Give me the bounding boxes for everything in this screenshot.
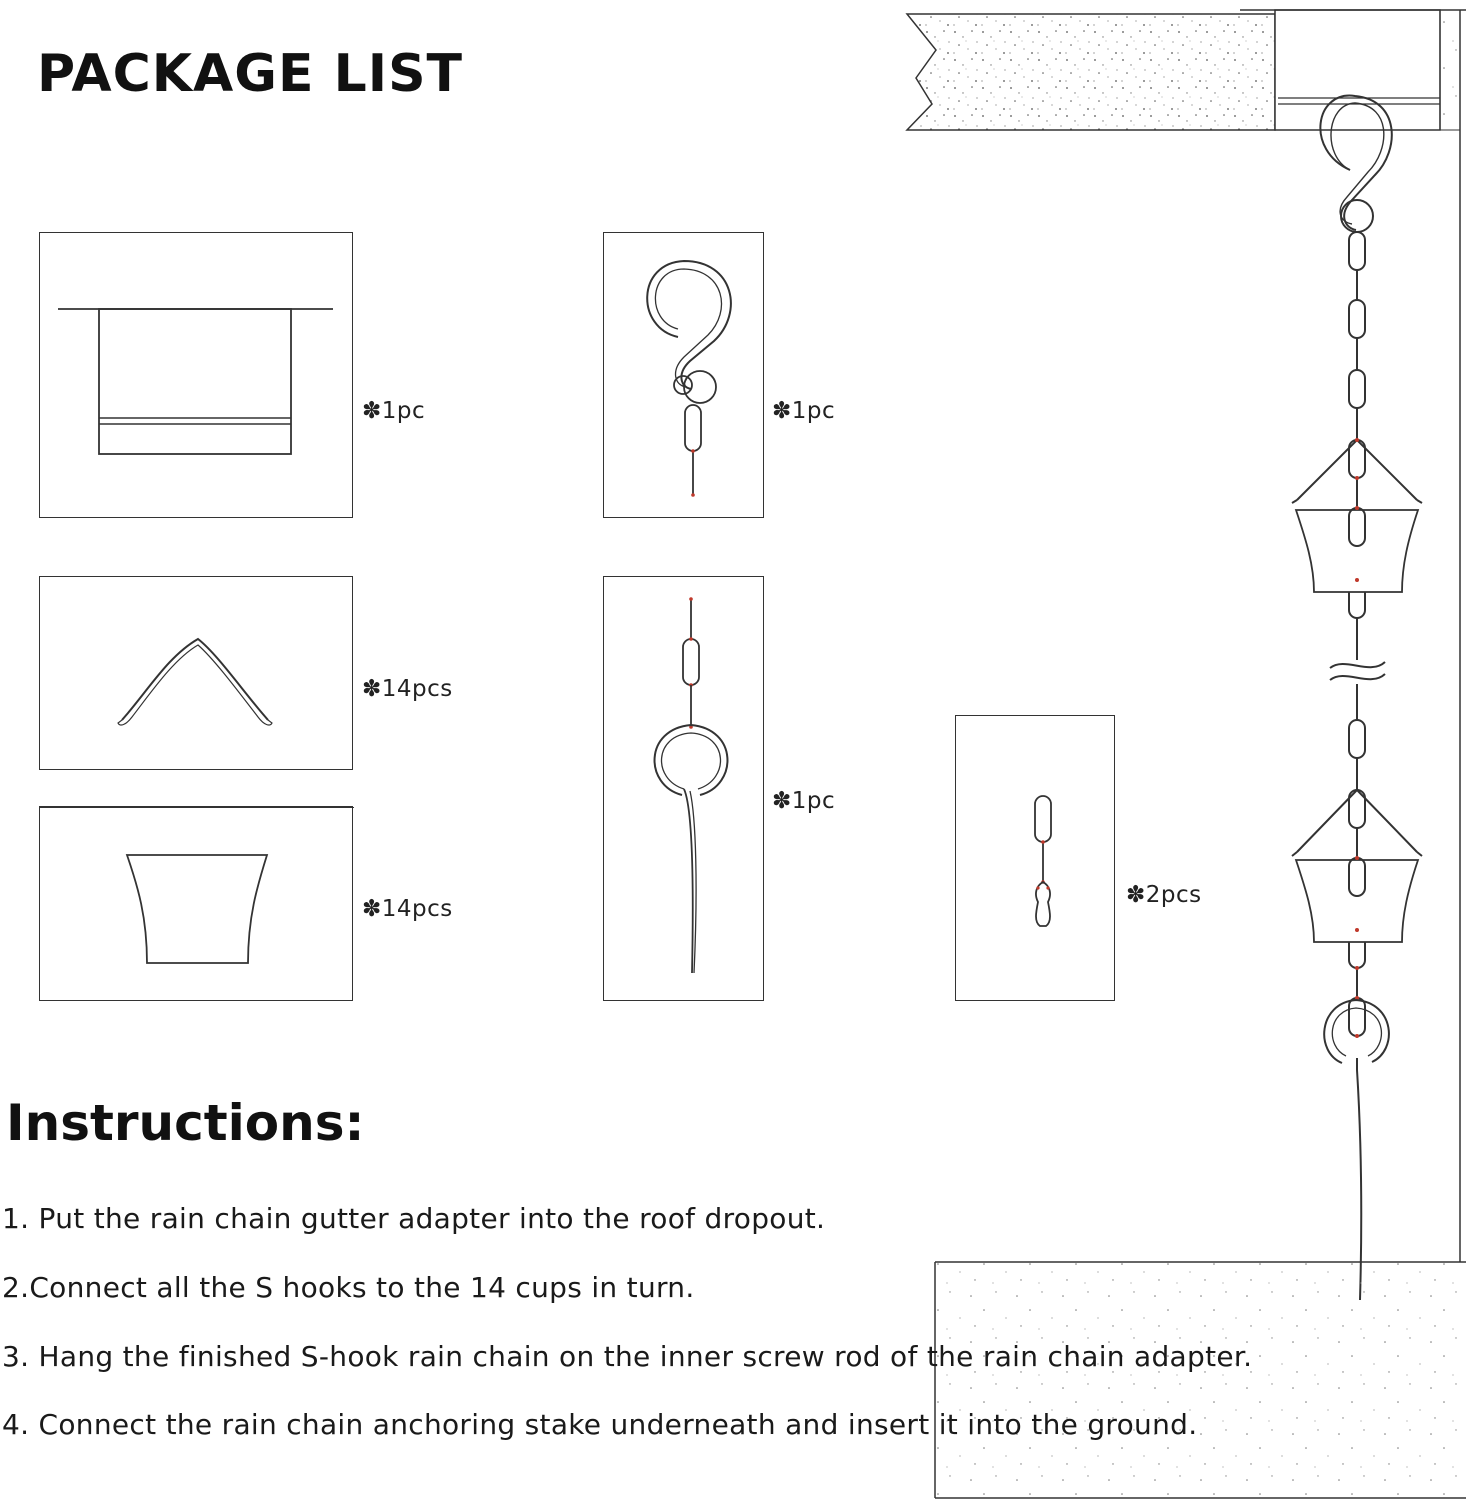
instructions-title: Instructions: <box>6 1094 365 1152</box>
qty-gutter-adapter: ✽1pc <box>362 398 426 424</box>
item-cup <box>39 806 354 1001</box>
item-chain-link-clip <box>955 715 1115 1001</box>
instruction-step-2: 2.Connect all the S hooks to the 14 cups… <box>2 1271 695 1304</box>
qty-s-hook: ✽1pc <box>772 398 836 424</box>
roof-edge <box>905 13 1276 131</box>
qty-cup: ✽14pcs <box>362 896 453 922</box>
gutter-adapter-installed <box>1274 9 1441 131</box>
item-anchoring-stake <box>603 576 764 1001</box>
instruction-step-1: 1. Put the rain chain gutter adapter int… <box>2 1202 826 1235</box>
gutter-adapter-icon <box>58 308 333 455</box>
qty-anchoring-stake: ✽1pc <box>772 788 836 814</box>
anchoring-stake-icon <box>653 597 729 974</box>
package-list-title: PACKAGE LIST <box>37 44 463 104</box>
cup-icon <box>40 807 354 964</box>
cup-hanger-icon <box>117 637 273 726</box>
ground <box>935 1262 1465 1498</box>
item-gutter-adapter <box>39 232 353 518</box>
instruction-step-3: 3. Hang the finished S-hook rain chain o… <box>2 1340 1253 1373</box>
item-s-hook <box>603 232 764 518</box>
item-cup-hanger <box>39 576 353 770</box>
qty-chain-link-clip: ✽2pcs <box>1126 882 1202 908</box>
instruction-step-4: 4. Connect the rain chain anchoring stak… <box>2 1408 1198 1441</box>
chain-link-clip-icon <box>1034 795 1052 927</box>
qty-cup-hanger: ✽14pcs <box>362 676 453 702</box>
s-hook-icon <box>646 259 732 497</box>
